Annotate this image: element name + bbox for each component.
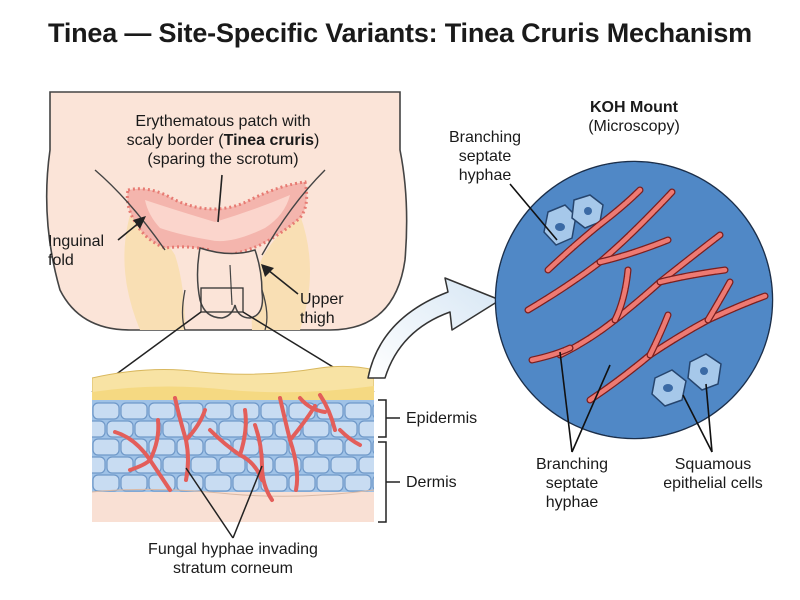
fungal-hypha xyxy=(318,393,337,432)
upper-thigh-right xyxy=(251,215,310,330)
koh-hypha xyxy=(529,345,573,363)
epidermal-cell xyxy=(316,474,344,492)
epidermal-cell xyxy=(302,456,330,474)
epidermal-cell xyxy=(190,456,218,474)
epidermal-cell xyxy=(330,420,358,438)
rash-patch-label-line3: (sparing the scrotum) xyxy=(147,151,299,168)
upper-thigh-label: Upper thigh xyxy=(300,291,344,327)
epidermal-cell xyxy=(148,402,176,420)
koh-hypha xyxy=(657,267,728,285)
epidermal-cell xyxy=(134,420,162,438)
tinea-cruris-term: Tinea cruris xyxy=(223,132,314,149)
inguinal-crease-left xyxy=(94,169,166,251)
koh-hypha xyxy=(705,279,733,323)
fungal-hypha xyxy=(148,418,161,462)
fungal-hypha xyxy=(184,408,207,442)
scrotum xyxy=(196,247,264,319)
fungal-hypha xyxy=(238,408,248,457)
fungal-hyphae-label: Fungal hyphae invading stratum corneum xyxy=(148,541,318,577)
epidermal-cell xyxy=(204,402,232,420)
epidermal-cell xyxy=(344,438,372,456)
epidermal-cell xyxy=(92,474,120,492)
squamous-cells xyxy=(543,194,722,407)
epidermal-cell xyxy=(288,438,316,456)
epidermis-bracket xyxy=(378,399,400,438)
magnify-source-box xyxy=(200,287,244,313)
epidermal-cell xyxy=(120,474,148,492)
squamous-cells-label: Squamous epithelial cells xyxy=(663,456,763,492)
epidermal-cell xyxy=(260,438,288,456)
epidermal-cell xyxy=(358,456,374,474)
koh-hypha xyxy=(647,312,671,358)
epidermal-cell xyxy=(288,474,316,492)
epidermal-cell xyxy=(92,456,106,474)
epidermal-cell xyxy=(162,456,190,474)
epidermal-cell xyxy=(120,402,148,420)
epidermal-cell xyxy=(204,474,232,492)
koh-hypha xyxy=(597,237,671,265)
epidermal-cell xyxy=(106,456,134,474)
epidermal-cell xyxy=(218,420,246,438)
koh-hypha xyxy=(545,187,643,273)
koh-hyphae-bottom-label: Branching septate hyphae xyxy=(535,456,609,511)
koh-hypha xyxy=(525,189,675,313)
epidermal-cell xyxy=(372,440,374,454)
dermis-label: Dermis xyxy=(406,474,457,491)
rash-patch-label: Erythematous patch with scaly border (Ti… xyxy=(108,112,338,169)
epidermal-cell xyxy=(92,438,120,456)
fungal-hypha xyxy=(298,396,327,414)
epidermal-cell xyxy=(358,420,374,438)
patch-pointer xyxy=(217,174,223,223)
epidermal-cell xyxy=(372,404,374,418)
fungal-hypha xyxy=(338,428,362,447)
groin-illustration xyxy=(45,91,408,393)
epidermal-cell xyxy=(316,438,344,456)
epidermal-cell xyxy=(330,456,358,474)
epidermal-cell xyxy=(232,474,260,492)
rash-patch-label-line1: Erythematous patch with xyxy=(135,113,311,130)
upper-thigh-left xyxy=(124,215,185,330)
inguinal-crease-right xyxy=(261,169,326,256)
koh-hypha xyxy=(557,232,723,358)
fungal-hypha xyxy=(128,458,152,472)
transition-arrow xyxy=(367,277,501,379)
epidermal-cell xyxy=(176,438,204,456)
koh-hypha xyxy=(612,267,631,323)
epidermal-cell xyxy=(92,402,120,420)
skin-cross-section xyxy=(92,365,374,522)
epidermal-cell xyxy=(344,402,372,420)
epidermal-cell xyxy=(92,420,106,438)
rash-patch xyxy=(125,180,309,257)
koh-microscopy-view xyxy=(494,160,774,453)
koh-mount-title: KOH Mount (Microscopy) xyxy=(588,99,680,135)
rash-inner xyxy=(145,195,290,242)
epidermal-cell xyxy=(218,456,246,474)
epidermal-cell xyxy=(372,476,374,490)
epidermal-cell xyxy=(344,474,372,492)
koh-hypha xyxy=(587,293,768,403)
inguinal-fold-label: Inguinal fold xyxy=(48,233,105,269)
page-title: Tinea — Site-Specific Variants: Tinea Cr… xyxy=(48,18,752,48)
rash-patch-label-line2: scaly border (Tinea cruris) xyxy=(126,132,320,149)
epidermis-label: Epidermis xyxy=(406,410,478,427)
koh-hyphae-top-label: Branching septate hyphae xyxy=(448,129,522,184)
dermis-bracket xyxy=(378,441,400,523)
epidermal-cell xyxy=(302,420,330,438)
